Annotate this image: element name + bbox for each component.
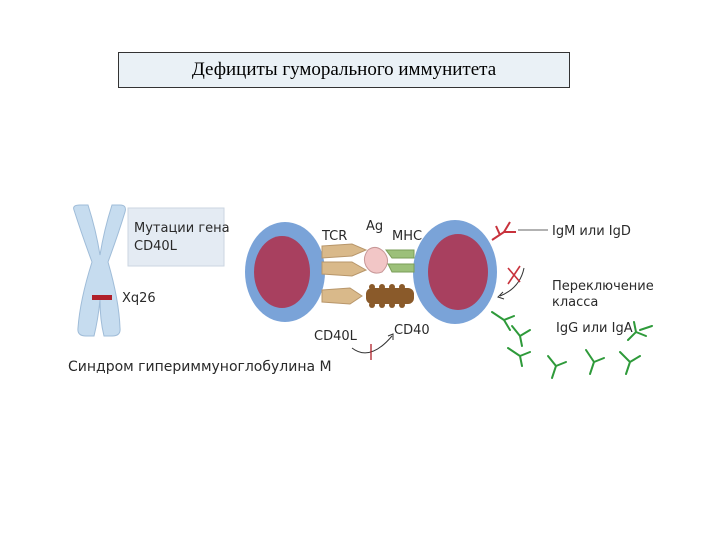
- cd40l-label: CD40L: [314, 329, 358, 344]
- syndrome-label: Синдром гипериммуноглобулина М: [68, 359, 332, 375]
- cd40-label: CD40: [394, 323, 430, 338]
- t-cell: [245, 222, 325, 322]
- igm-antibody: [491, 221, 516, 241]
- igg-antibodies: [491, 311, 653, 379]
- tcr-coreceptor: [321, 287, 363, 305]
- class-switch-arrow: [497, 267, 525, 300]
- tcr-receptor: [321, 243, 368, 277]
- locus-label: Xq26: [122, 291, 156, 306]
- t-cell-nucleus: [254, 236, 310, 308]
- antigen: [363, 246, 388, 274]
- ag-label: Ag: [366, 219, 383, 234]
- switch-label-line1: Переключение: [552, 279, 654, 294]
- igg-iga-label: IgG или IgA: [556, 321, 633, 336]
- x-chromosome: [73, 204, 126, 337]
- mutation-mark: [92, 295, 112, 300]
- mhc-label: MHC: [392, 229, 422, 244]
- mhc-receptor: [385, 249, 415, 273]
- mutation-label-line1: Мутации гена: [134, 221, 230, 236]
- b-cell-nucleus: [428, 234, 488, 310]
- slide-title-text: Дефициты гуморального иммунитета: [191, 59, 497, 80]
- cd40-receptor: [366, 284, 414, 308]
- switch-label-line2: класса: [552, 295, 598, 310]
- mutation-label-line2: CD40L: [134, 239, 178, 254]
- b-cell: [413, 220, 497, 324]
- tcr-label: TCR: [321, 229, 347, 244]
- igm-igd-label: IgM или IgD: [552, 224, 631, 239]
- slide-title: Дефициты гуморального иммунитета: [118, 52, 570, 88]
- mutation-label-box: [127, 207, 225, 267]
- switch-blocked-cross-icon: [507, 265, 521, 285]
- blocked-signal-arrow: [351, 333, 394, 360]
